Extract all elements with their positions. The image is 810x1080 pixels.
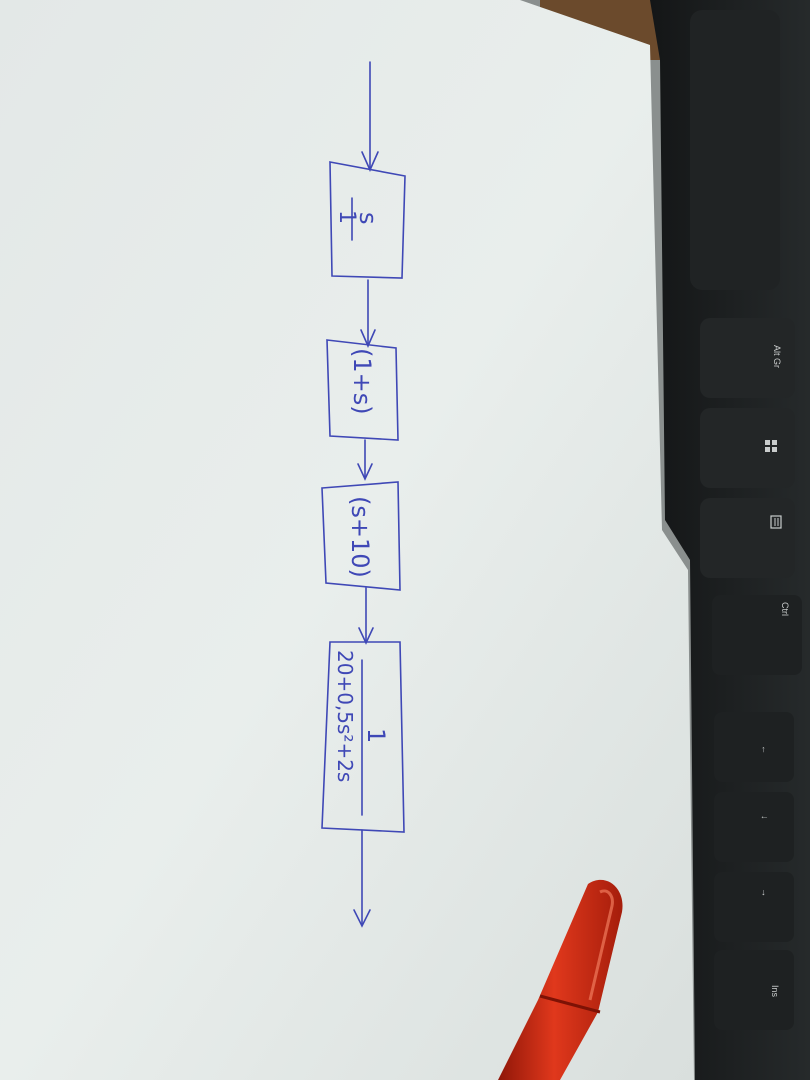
key-label-ins: Ins — [770, 985, 780, 998]
pen-body — [498, 879, 623, 1080]
key-arrow-left — [714, 712, 794, 782]
block-1-text: 1 s — [334, 210, 382, 225]
output-arrowhead — [353, 909, 371, 928]
pen-band — [539, 994, 601, 1014]
block-1-frame — [329, 161, 406, 279]
block-diagram — [321, 61, 406, 928]
key-alt-gr — [700, 318, 795, 398]
arrow-left-icon: ← — [760, 745, 770, 754]
arrow-down-icon: ↓ — [760, 815, 770, 820]
block-2-text: (1+s) — [348, 348, 376, 415]
block-2-frame — [326, 339, 399, 441]
block-4-text: 1 20+0,5s²+2s — [333, 650, 390, 782]
key-top — [690, 10, 780, 290]
arrowhead-2-3 — [357, 463, 373, 481]
pen-highlight — [588, 889, 614, 1001]
key-windows — [700, 408, 795, 488]
block-1-denominator: s — [354, 212, 382, 225]
key-arrow-right — [714, 872, 794, 942]
paper-sheet — [0, 0, 694, 1080]
block-3-frame — [321, 481, 401, 591]
key-ins — [714, 950, 794, 1030]
block-3-text: (s+10) — [346, 496, 374, 578]
arrowhead-3-4 — [358, 627, 374, 645]
block-4-denominator: 20+0,5s²+2s — [333, 650, 357, 782]
key-label-alt-gr: Alt Gr — [772, 345, 782, 368]
block-4-numerator: 1 — [362, 728, 390, 743]
block-4-frame — [321, 641, 405, 833]
key-arrow-down — [714, 792, 794, 862]
block-1-numerator: 1 — [334, 210, 359, 224]
key-ctrl — [712, 595, 802, 675]
windows-icon — [765, 440, 777, 452]
arrowhead-1-2 — [360, 329, 376, 348]
keyboard-keys: Alt Gr Ctrl ← ↓ → Ins — [690, 10, 802, 1030]
red-pen — [498, 879, 623, 1080]
menu-icon — [770, 515, 782, 529]
key-label-ctrl: Ctrl — [780, 602, 790, 616]
key-menu — [700, 498, 795, 578]
arrow-right-icon: → — [760, 888, 770, 897]
